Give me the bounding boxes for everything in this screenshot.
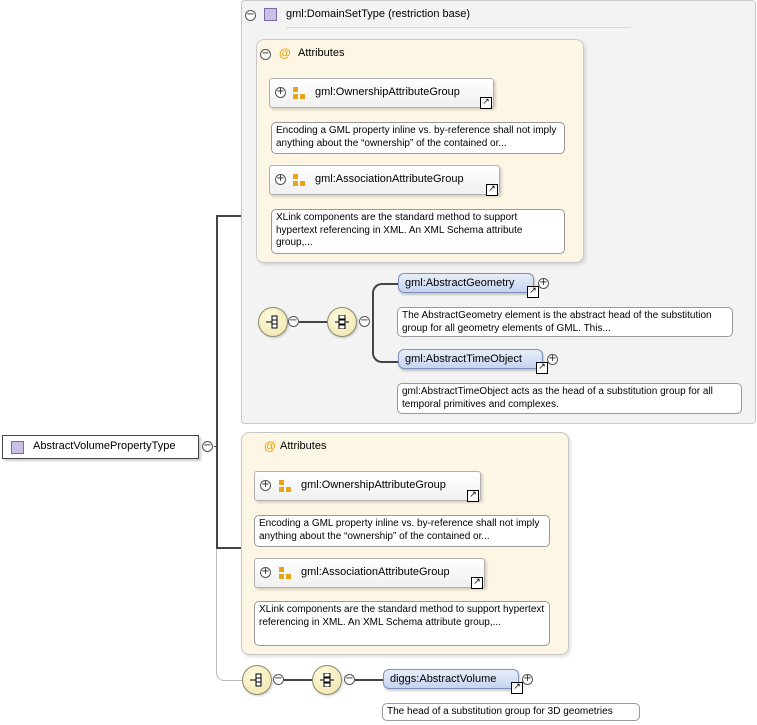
choice-compositor-icon (250, 673, 262, 687)
expand-toggle[interactable]: + (538, 277, 549, 289)
domain-set-attributes-panel: − @ Attributes + gml:OwnershipAttributeG… (256, 39, 584, 263)
element-abstract-time-object[interactable]: gml:AbstractTimeObject ↗ (398, 349, 548, 374)
sequence-compositor-icon (320, 673, 334, 687)
attribute-group-label: gml:OwnershipAttributeGroup (315, 86, 460, 98)
external-link-arrow-icon[interactable]: ↗ (467, 490, 479, 502)
at-sign-icon: @ (264, 439, 276, 453)
attribute-group-association[interactable]: + gml:AssociationAttributeGroup ↗ (254, 558, 485, 589)
element-label: diggs:AbstractVolume (390, 673, 497, 685)
connector-bottom-choice (216, 549, 245, 681)
annotation-note: XLink components are the standard method… (254, 601, 550, 646)
sequence-compositor[interactable] (327, 307, 357, 337)
annotation-note: XLink components are the standard method… (271, 209, 565, 254)
element-label: gml:AbstractGeometry (405, 277, 515, 289)
attribute-group-ownership[interactable]: + gml:OwnershipAttributeGroup ↗ (254, 471, 481, 502)
annotation-note: Encoding a GML property inline vs. by-re… (271, 122, 565, 154)
domain-set-title: gml:DomainSetType (restriction base) (286, 8, 471, 20)
choice-compositor[interactable] (242, 665, 272, 695)
expand-toggle[interactable]: + (260, 566, 271, 578)
external-link-arrow-icon[interactable]: ↗ (511, 682, 523, 694)
element-abstract-volume[interactable]: diggs:AbstractVolume ↗ (383, 669, 523, 694)
choice-collapse-toggle[interactable]: − (273, 673, 284, 685)
attributes-panel: @ Attributes + gml:OwnershipAttributeGro… (241, 432, 569, 655)
expand-toggle[interactable]: + (260, 479, 271, 491)
expand-toggle[interactable]: + (275, 86, 286, 98)
attribute-group-icon (279, 567, 291, 579)
sequence-collapse-toggle[interactable]: − (359, 315, 370, 327)
sequence-branch-connector (372, 283, 400, 363)
attribute-group-label: gml:AssociationAttributeGroup (301, 566, 450, 578)
attribute-group-icon (293, 87, 305, 99)
sequence-collapse-toggle[interactable]: − (344, 673, 355, 685)
domain-set-collapse-toggle[interactable]: − (245, 9, 256, 21)
choice-collapse-toggle[interactable]: − (288, 315, 299, 327)
attributes-heading: Attributes (298, 47, 345, 59)
root-type-label: AbstractVolumePropertyType (33, 440, 176, 452)
domain-set-panel: − gml:DomainSetType (restriction base) −… (241, 0, 756, 424)
external-link-arrow-icon[interactable]: ↗ (486, 184, 498, 196)
attributes-heading: Attributes (280, 440, 327, 452)
annotation-note: gml:AbstractTimeObject acts as the head … (397, 383, 742, 414)
expand-toggle[interactable]: + (522, 673, 533, 685)
root-type-box[interactable]: AbstractVolumePropertyType (2, 435, 199, 459)
choice-compositor[interactable] (258, 307, 288, 337)
complex-type-icon (11, 441, 24, 454)
main-vertical-connector (216, 215, 218, 549)
choice-compositor-icon (266, 315, 278, 329)
element-abstract-geometry[interactable]: gml:AbstractGeometry ↗ (398, 273, 539, 298)
annotation-note: The head of a substitution group for 3D … (382, 703, 640, 721)
domain-set-title-underline (286, 27, 631, 28)
attribute-group-label: gml:AssociationAttributeGroup (315, 173, 464, 185)
connector-domain-set (216, 215, 242, 217)
choice-connector (299, 321, 327, 323)
at-sign-icon: @ (279, 46, 291, 60)
attribute-group-association[interactable]: + gml:AssociationAttributeGroup ↗ (269, 165, 500, 196)
external-link-arrow-icon[interactable]: ↗ (471, 577, 483, 589)
attributes-collapse-toggle[interactable]: − (260, 48, 271, 60)
choice-connector (284, 679, 312, 681)
sequence-compositor[interactable] (312, 665, 342, 695)
sequence-compositor-icon (335, 315, 349, 329)
attribute-group-label: gml:OwnershipAttributeGroup (301, 479, 446, 491)
complex-type-icon (264, 8, 277, 21)
external-link-arrow-icon[interactable]: ↗ (480, 97, 492, 109)
connector-attributes (216, 547, 242, 549)
expand-toggle[interactable]: + (547, 353, 558, 365)
attribute-group-icon (293, 174, 305, 186)
attribute-group-ownership[interactable]: + gml:OwnershipAttributeGroup ↗ (269, 78, 494, 109)
sequence-connector (355, 679, 383, 681)
annotation-note: The AbstractGeometry element is the abst… (397, 307, 733, 337)
root-collapse-toggle[interactable]: − (202, 440, 213, 452)
element-label: gml:AbstractTimeObject (405, 353, 522, 365)
annotation-note: Encoding a GML property inline vs. by-re… (254, 515, 550, 547)
external-link-arrow-icon[interactable]: ↗ (536, 362, 548, 374)
expand-toggle[interactable]: + (275, 173, 286, 185)
attribute-group-icon (279, 480, 291, 492)
external-link-arrow-icon[interactable]: ↗ (527, 286, 539, 298)
